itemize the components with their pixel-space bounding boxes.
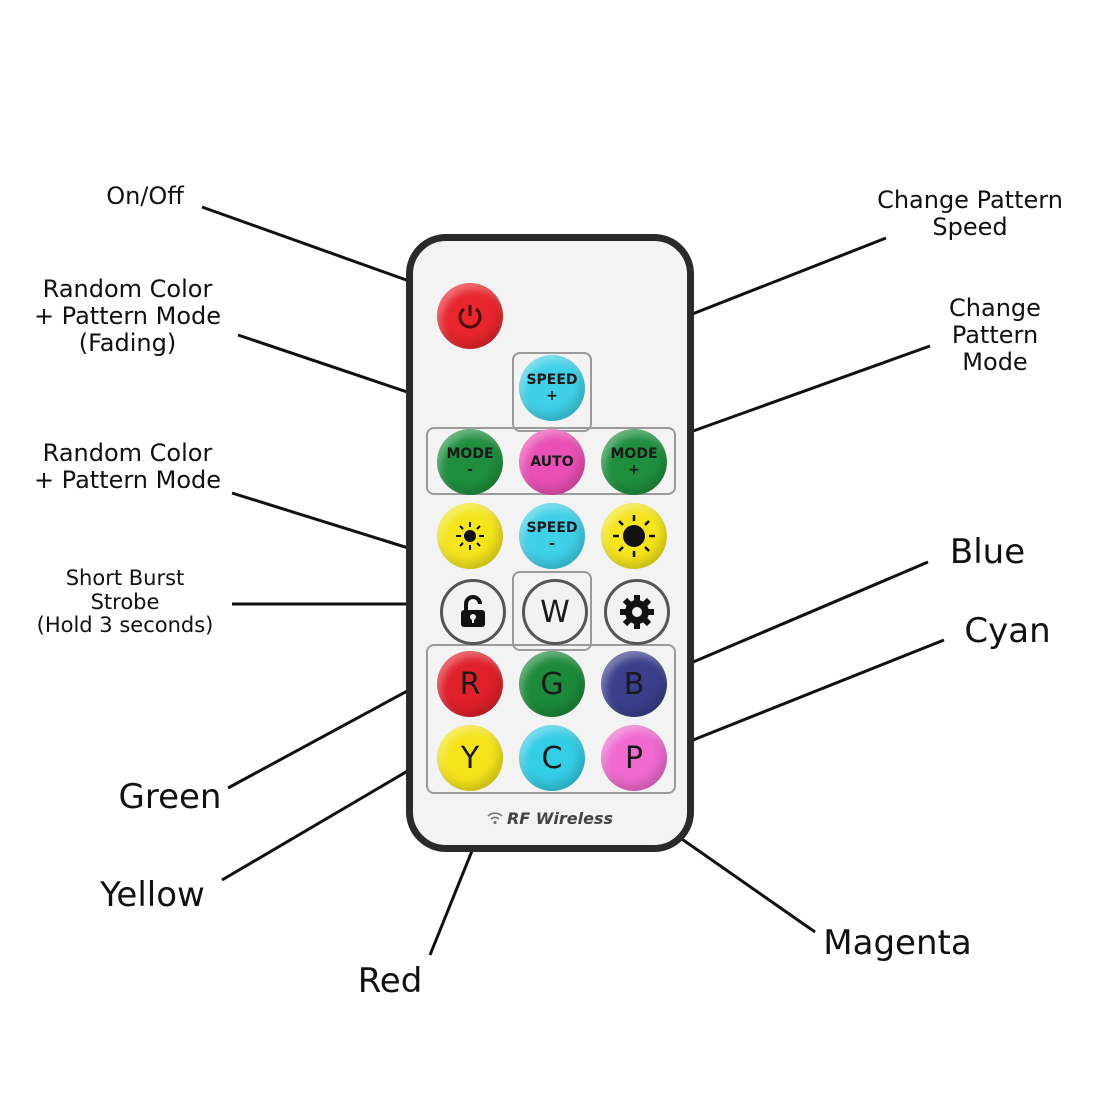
panel-colors: [426, 644, 676, 794]
auto-label: AUTO: [530, 454, 574, 470]
power-icon: [458, 305, 482, 329]
line-green: [227, 674, 436, 790]
remote-control: SPEED + MODE - AUTO MODE + SPEED -: [406, 234, 694, 852]
line-mode: [667, 344, 931, 442]
brightness-down-button[interactable]: [437, 503, 503, 569]
settings-button[interactable]: [604, 579, 670, 645]
label-magenta: Magenta: [823, 923, 972, 963]
label-red: Red: [357, 961, 423, 1001]
speed-plus-sign: +: [546, 388, 558, 404]
white-label: W: [540, 594, 570, 630]
gear-icon: [620, 595, 654, 629]
label-pattern-mode: Change Pattern Mode: [949, 294, 1041, 376]
speed-minus-sign: -: [549, 536, 555, 552]
label-green: Green: [118, 777, 222, 817]
rf-footer: RF Wireless: [413, 809, 687, 828]
mode-plus-sign: +: [628, 462, 640, 478]
line-blue: [664, 560, 929, 676]
mode-plus-button[interactable]: MODE +: [601, 429, 667, 495]
label-blue: Blue: [949, 532, 1026, 572]
line-on-off: [201, 205, 441, 294]
wifi-icon: [487, 812, 503, 825]
label-random-mode: Random Color + Pattern Mode: [33, 439, 222, 494]
mode-minus-sign: -: [467, 462, 473, 478]
speed-plus-button[interactable]: SPEED +: [519, 355, 585, 421]
label-on-off: On/Off: [106, 182, 184, 210]
cyan-label: C: [541, 740, 563, 776]
yellow-button[interactable]: Y: [437, 725, 503, 791]
lock-icon: [461, 595, 485, 627]
panel-white: [512, 571, 592, 651]
brightness-up-button[interactable]: [601, 503, 667, 569]
white-button[interactable]: W: [522, 579, 588, 645]
mode-plus-label: MODE: [610, 446, 658, 462]
power-button[interactable]: [437, 283, 503, 349]
auto-button[interactable]: AUTO: [519, 429, 585, 495]
label-strobe: Short Burst Strobe (Hold 3 seconds): [36, 566, 214, 638]
blue-label: B: [623, 666, 645, 702]
cyan-button[interactable]: C: [519, 725, 585, 791]
rf-label: RF Wireless: [506, 809, 614, 828]
red-label: R: [459, 666, 481, 702]
green-label: G: [540, 666, 564, 702]
sun-small-icon: [456, 522, 484, 550]
blue-button[interactable]: B: [601, 651, 667, 717]
speed-minus-button[interactable]: SPEED -: [519, 503, 585, 569]
mode-minus-label: MODE: [446, 446, 494, 462]
label-yellow: Yellow: [100, 875, 205, 915]
green-button[interactable]: G: [519, 651, 585, 717]
speed-plus-label: SPEED: [526, 372, 578, 388]
red-button[interactable]: R: [437, 651, 503, 717]
label-random-fading: Random Color + Pattern Mode (Fading): [33, 275, 222, 357]
strobe-lock-button[interactable]: [440, 579, 506, 645]
mode-minus-button[interactable]: MODE -: [437, 429, 503, 495]
sun-large-icon: [613, 515, 655, 557]
speed-minus-label: SPEED: [526, 520, 578, 536]
label-cyan: Cyan: [964, 611, 1051, 651]
line-cyan: [667, 638, 945, 752]
pink-button[interactable]: P: [601, 725, 667, 791]
line-yellow: [221, 750, 441, 882]
yellow-label: Y: [460, 740, 480, 776]
pink-label: P: [624, 740, 644, 776]
label-pattern-speed: Change Pattern Speed: [877, 186, 1063, 241]
